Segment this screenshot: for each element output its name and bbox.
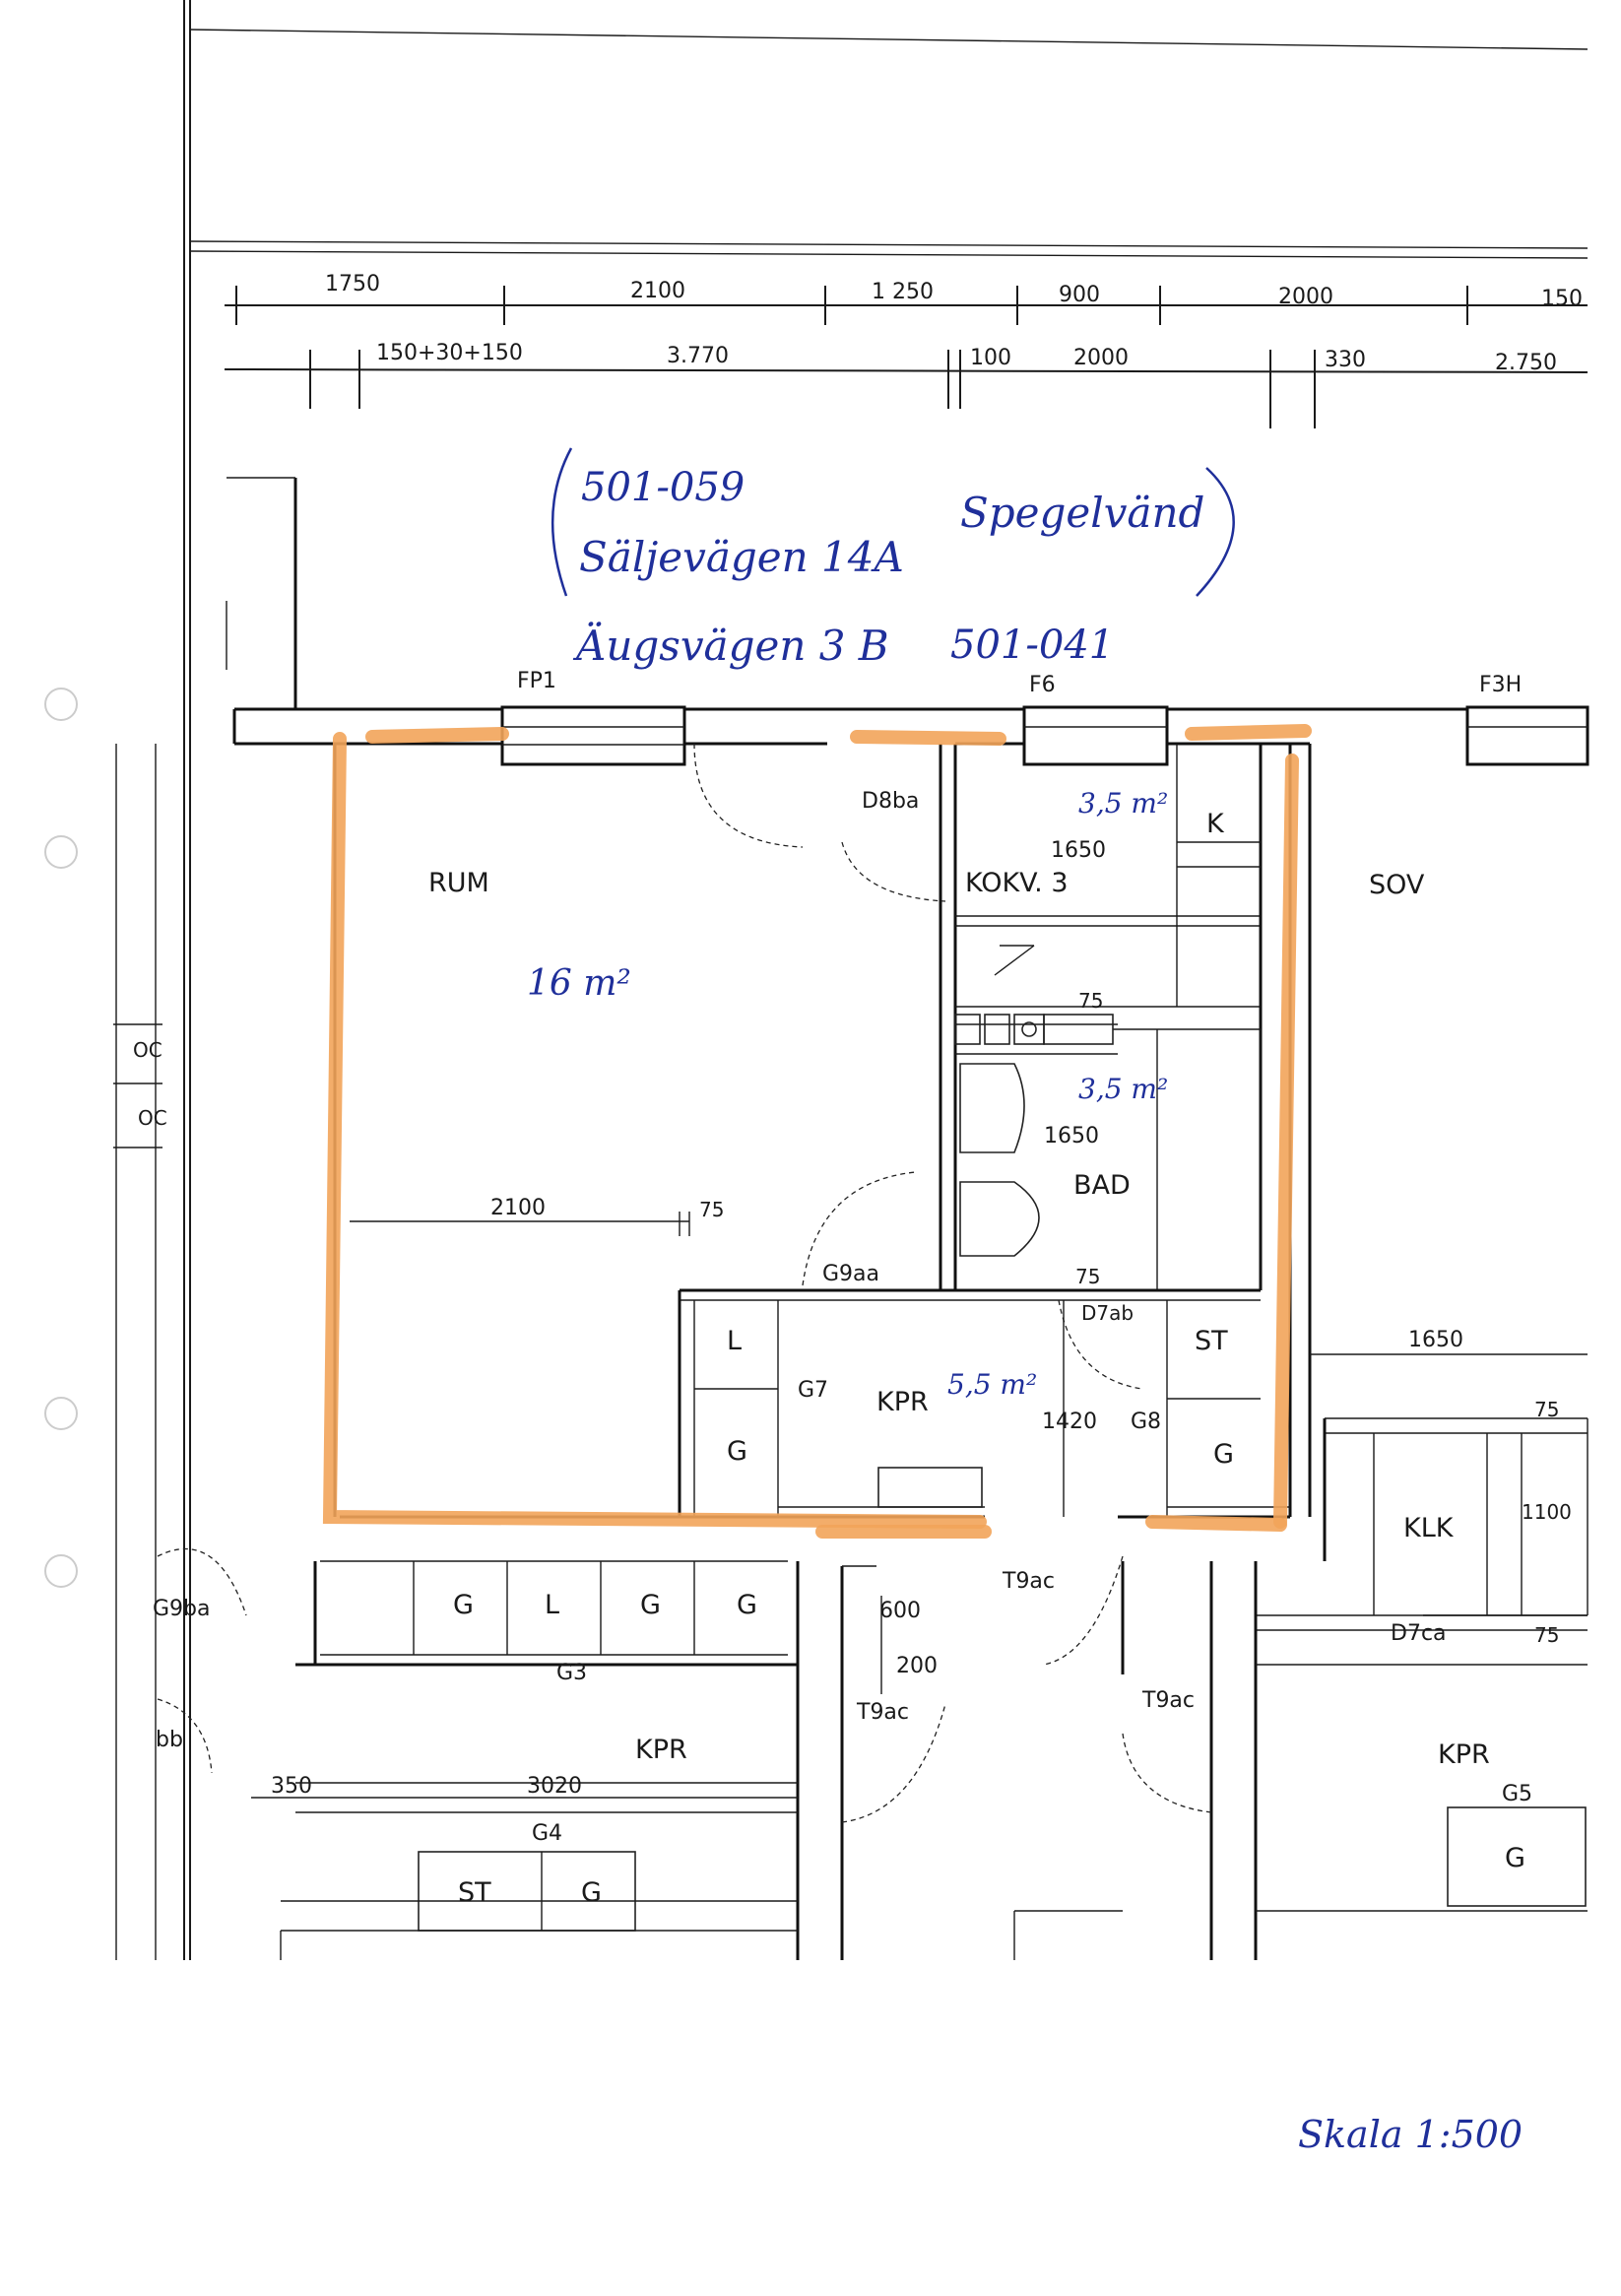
dim-2000: 2000	[1278, 285, 1333, 309]
fixture-g3: G3	[556, 1661, 587, 1685]
room-label-kpr-lower: KPR	[635, 1735, 687, 1765]
dim-kok-1650: 1650	[1051, 838, 1106, 863]
fixture-st: ST	[1195, 1326, 1228, 1356]
window-fp1: FP1	[517, 669, 556, 693]
fixture-g7: G7	[798, 1378, 828, 1403]
fixture-st-lower: ST	[458, 1877, 491, 1908]
area-kok: 3,5 m²	[1078, 787, 1168, 820]
dim-150-30-150: 150+30+150	[376, 341, 523, 365]
dim-600: 600	[879, 1599, 921, 1623]
dim-3770: 3.770	[667, 344, 729, 368]
dimension-row-1: 1750 2100 1 250 900 2000 150	[225, 272, 1588, 325]
scale-note: Skala 1:500	[1298, 2113, 1523, 2156]
address-id-2: 501-041	[950, 623, 1114, 668]
door-t9ac-3: T9ac	[1141, 1688, 1195, 1713]
door-g9ba: G9ba	[153, 1597, 211, 1621]
dim-bad-75-top: 75	[1078, 989, 1103, 1013]
door-d8ba: D8ba	[862, 789, 919, 814]
dim-bad-75-bottom: 75	[1075, 1265, 1100, 1288]
dim-200: 200	[896, 1654, 938, 1678]
window-f3h: F3H	[1479, 673, 1522, 697]
margin-text-2: OC	[138, 1106, 167, 1130]
fixture-g4: G4	[532, 1821, 562, 1846]
area-kpr: 5,5 m²	[947, 1368, 1037, 1401]
room-label-klk: KLK	[1403, 1513, 1455, 1543]
door-t9ac-2: T9ac	[856, 1700, 909, 1725]
room-label-sov: SOV	[1369, 870, 1425, 900]
door-swings	[157, 743, 1212, 1823]
fixture-g5: G	[1505, 1843, 1525, 1873]
exterior-wall	[226, 477, 1589, 766]
dim-100: 100	[970, 346, 1011, 370]
room-label-rum: RUM	[428, 868, 489, 898]
binder-margin: OC OC	[44, 0, 191, 1960]
address-line-1: Säljevägen 14A	[579, 533, 904, 581]
dim-350: 350	[271, 1774, 312, 1799]
dim-kpr-1420: 1420	[1042, 1410, 1097, 1434]
fixture-row-g3: G	[737, 1590, 757, 1620]
dim-2750: 2.750	[1495, 351, 1557, 375]
dim-sov-1650: 1650	[1408, 1328, 1463, 1352]
fixture-l: L	[727, 1326, 742, 1356]
room-label-bad: BAD	[1073, 1170, 1131, 1201]
handwritten-notes: 501-059 Säljevägen 14A Spegelvänd Äugsvä…	[551, 447, 1523, 2156]
room-label-kpr-right: KPR	[1438, 1739, 1490, 1770]
dim-330: 330	[1325, 348, 1366, 372]
room-label-kpr: KPR	[876, 1387, 929, 1417]
highlighted-outline	[322, 724, 1312, 1539]
dim-2100: 2100	[630, 279, 685, 303]
dim-900: 900	[1059, 283, 1100, 307]
mirror-note: Spegelvänd	[960, 489, 1204, 537]
dim-rum-75: 75	[699, 1198, 724, 1221]
inner-dimensions: 1650 1650 2100 75 75 75 1420 1650 75 110…	[251, 838, 1588, 1799]
door-d7ca: D7ca	[1391, 1621, 1447, 1646]
fixture-g5-label: G5	[1502, 1782, 1532, 1806]
room-label-kokv: KOKV. 3	[965, 868, 1069, 898]
door-g9aa: G9aa	[822, 1262, 879, 1286]
door-t9ac-1: T9ac	[1002, 1569, 1055, 1594]
dim-2000b: 2000	[1073, 346, 1129, 370]
fixture-row-l: L	[545, 1590, 559, 1620]
fixture-g-lower: G	[581, 1877, 602, 1908]
door-d7ab: D7ab	[1081, 1301, 1134, 1325]
window-f6: F6	[1029, 673, 1056, 697]
dim-3020: 3020	[527, 1774, 582, 1799]
dim-150: 150	[1541, 287, 1583, 311]
dim-1250: 1 250	[872, 280, 934, 304]
dim-klk-75: 75	[1534, 1398, 1559, 1421]
address-line-2: Äugsvägen 3 B	[572, 621, 889, 670]
margin-text-1: OC	[133, 1038, 162, 1062]
fixture-g-right: G	[1213, 1439, 1234, 1470]
dim-klk-1100: 1100	[1522, 1500, 1572, 1524]
fixture-k: K	[1206, 809, 1225, 839]
fixture-g8: G8	[1131, 1410, 1161, 1434]
fixtures	[280, 945, 1588, 1960]
area-rum: 16 m²	[527, 963, 631, 1004]
fixture-row-g1: G	[453, 1590, 474, 1620]
address-id-1: 501-059	[581, 465, 745, 510]
dimension-row-2: 150+30+150 3.770 100 2000 330 2.750	[224, 341, 1589, 428]
fixture-row-g2: G	[640, 1590, 661, 1620]
dim-klk-75-bottom: 75	[1534, 1623, 1559, 1647]
door-bb: bb	[156, 1728, 183, 1752]
fixture-g-left: G	[727, 1436, 747, 1467]
dim-1750: 1750	[325, 272, 380, 296]
dim-bad-1650: 1650	[1044, 1124, 1099, 1148]
dim-rum-2100: 2100	[490, 1196, 546, 1220]
area-bad: 3,5 m²	[1078, 1073, 1168, 1105]
